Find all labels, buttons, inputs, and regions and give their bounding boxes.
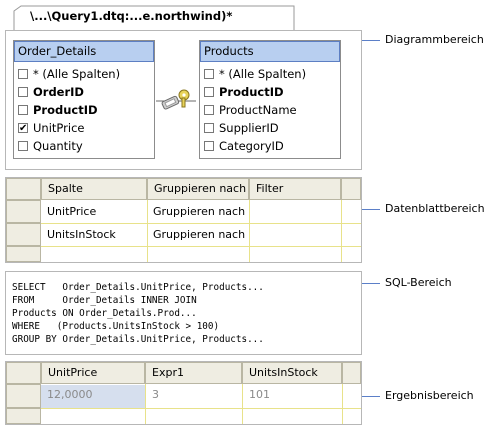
column-header[interactable]: UnitPrice [41,362,145,384]
callout-line [362,40,380,41]
callout-line [362,209,380,210]
row-header-corner [6,362,41,384]
row-selector[interactable] [6,223,41,246]
column-label: Quantity [33,139,83,153]
criteria-grid-pane[interactable]: Spalte Gruppieren nach Filter UnitPrice … [5,177,362,263]
column-header[interactable]: Expr1 [145,362,242,384]
table-title[interactable]: Products [200,41,340,62]
sql-line: SELECT Order_Details.UnitPrice, Products… [12,282,264,293]
grid-cell[interactable] [249,225,341,246]
column-label: * (Alle Spalten) [219,67,307,81]
sql-line: GROUP BY Order_Details.UnitPrice, Produc… [12,334,264,345]
sql-pane[interactable]: SELECT Order_Details.UnitPrice, Products… [5,271,362,355]
callout-diagram-label: Diagrammbereich [385,33,484,46]
column-checkbox[interactable] [204,123,214,133]
row-selector[interactable] [6,200,41,223]
column-header[interactable]: Filter [249,178,341,200]
column-checkbox[interactable] [204,87,214,97]
results-pane[interactable]: UnitPrice Expr1 UnitsInStock 12,0000 3 1… [5,361,362,425]
column-checkbox[interactable] [204,69,214,79]
column-header[interactable]: Gruppieren nach [147,178,249,200]
sql-line: FROM Order_Details INNER JOIN [12,295,197,306]
result-cell[interactable]: 3 [152,388,159,401]
column-header [341,178,361,200]
row-selector[interactable] [6,246,41,262]
column-checkbox[interactable] [204,141,214,151]
column-checkbox[interactable] [18,69,28,79]
sql-line: WHERE (Products.UnitsInStock > 100) [12,321,220,332]
table-products[interactable]: Products * (Alle Spalten) ProductID Prod… [199,40,341,159]
row-selector[interactable] [6,408,41,424]
column-checkbox[interactable] [18,105,28,115]
column-label: UnitPrice [33,121,85,135]
grid-cell[interactable] [249,202,341,223]
query-tab[interactable] [13,5,295,31]
result-cell[interactable]: 101 [249,388,270,401]
grid-cell[interactable]: Gruppieren nach [153,228,246,241]
grid-cell[interactable]: Gruppieren nach [153,205,246,218]
column-checkbox[interactable] [18,141,28,151]
callout-line [362,283,380,284]
callout-results-label: Ergebnisbereich [385,389,474,402]
row-header-corner [6,178,41,200]
grid-cell[interactable]: UnitPrice [47,205,97,218]
column-label: ProductID [33,103,98,117]
column-label: OrderID [33,85,84,99]
column-label: * (Alle Spalten) [33,67,121,81]
column-checkbox-checked[interactable] [18,120,28,138]
column-label: ProductID [219,85,284,99]
column-checkbox[interactable] [18,87,28,97]
table-order-details[interactable]: Order_Details * (Alle Spalten) OrderID P… [13,40,155,159]
column-header[interactable]: UnitsInStock [242,362,342,384]
column-header [342,362,361,384]
diagram-pane[interactable]: Order_Details * (Alle Spalten) OrderID P… [5,30,362,170]
key-join-icon[interactable] [156,83,196,117]
column-label: CategoryID [219,139,284,153]
sql-line: Products ON Order_Details.Prod... [12,308,197,319]
row-selector[interactable] [6,384,41,408]
callout-grid-label: Datenblattbereich [385,202,485,215]
query-tab-title: \...\Query1.dtq:...e.northwind)* [30,9,233,23]
column-checkbox[interactable] [204,105,214,115]
grid-cell[interactable]: UnitsInStock [47,228,116,241]
table-title[interactable]: Order_Details [14,41,154,62]
column-label: ProductName [219,103,297,117]
column-header[interactable]: Spalte [41,178,147,200]
column-label: SupplierID [219,121,279,135]
callout-line [362,396,380,397]
callout-sql-label: SQL-Bereich [385,276,452,289]
result-cell-selected[interactable]: 12,0000 [41,385,145,408]
